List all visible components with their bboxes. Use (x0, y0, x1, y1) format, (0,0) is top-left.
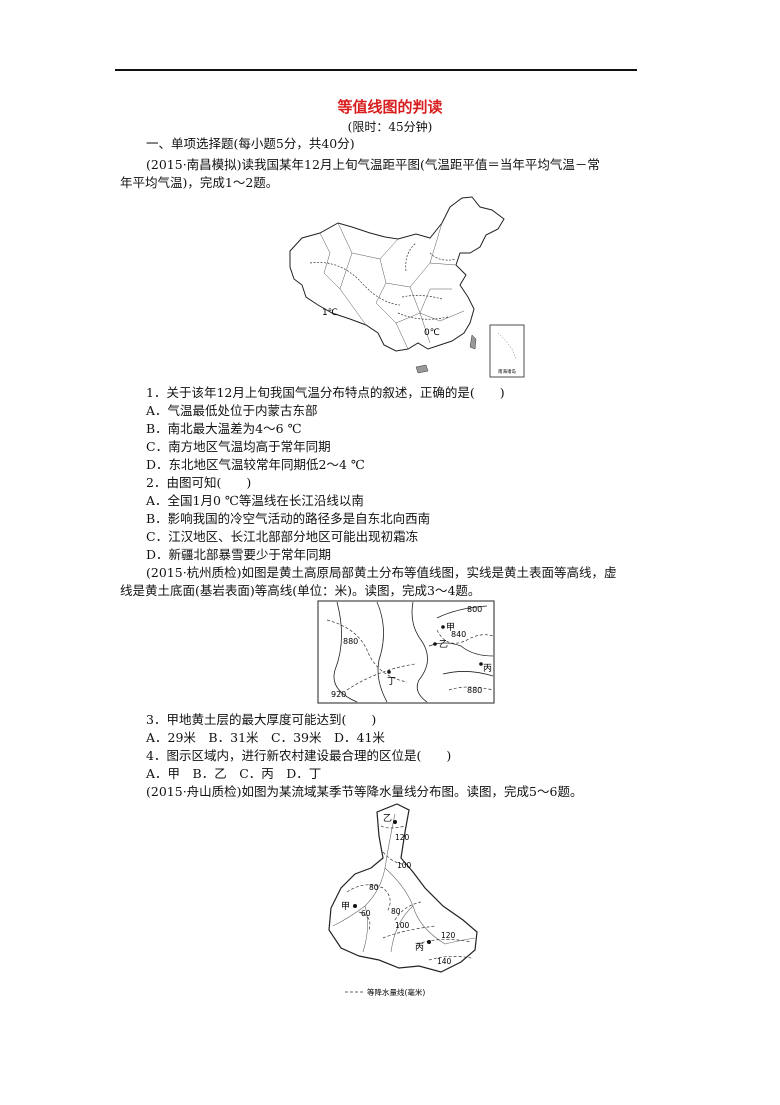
page-title: 等值线图的判读 (337, 98, 443, 116)
loess-contour-map: 800 840 880 880 920 甲 乙 丙 丁 (317, 600, 495, 704)
isoline-label-120a: 120 (395, 833, 410, 842)
label-yi: 乙 (439, 639, 448, 650)
contour-label-920: 920 (331, 690, 346, 699)
isotherm-label-0: 0℃ (424, 328, 440, 338)
q2-stem: 2．由图可知( ) (146, 475, 252, 490)
isoline-label-60: 60 (361, 909, 371, 918)
bedrock-contours (326, 619, 494, 691)
china-outline (289, 196, 505, 352)
point-yi (393, 820, 397, 824)
contour-label-880b: 880 (467, 686, 482, 695)
point-bing (479, 662, 483, 666)
isoline-label-80a: 80 (369, 883, 379, 892)
q2-option-b: B．影响我国的冷空气活动的路径多是自东北向西南 (146, 511, 431, 526)
q34-intro-1: (2015·杭州质检)如图是黄土高原局部黄土分布等值线图，实线是黄土表面等高线，… (146, 565, 617, 580)
label-jia: 甲 (341, 901, 350, 912)
isotherm-label-1: 1℃ (322, 308, 338, 318)
contour-label-840: 840 (451, 630, 466, 639)
inset-label: 南海诸岛 (498, 368, 516, 375)
contour-label-800: 800 (467, 605, 482, 614)
isotherm-lines (309, 242, 457, 320)
china-anomaly-map: 南海诸岛 1℃ 0℃ (289, 196, 525, 378)
q3-stem: 3．甲地黄土层的最大厚度可能达到( ) (146, 712, 377, 727)
label-bing: 丙 (415, 942, 424, 953)
q4-stem: 4．图示区域内，进行新农村建设最合理的区位是( ) (146, 748, 452, 763)
q1-option-b: B．南北最大温差为4～6 ℃ (146, 421, 302, 436)
header-rule (115, 69, 637, 71)
point-jia (353, 904, 357, 908)
q1-option-a: A．气温最低处位于内蒙古东部 (146, 403, 318, 418)
q1-stem: 1．关于该年12月上旬我国气温分布特点的叙述，正确的是( ) (146, 385, 505, 400)
q3-options: A．29米 B．31米 C．39米 D．41米 (146, 730, 385, 745)
province-boundaries (319, 222, 465, 350)
q4-options: A．甲 B．乙 C．丙 D．丁 (146, 766, 322, 781)
label-jia: 甲 (446, 622, 455, 633)
contour-label-880a: 880 (343, 637, 358, 646)
precipitation-isoline-map: 乙 120 100 80 甲 60 80 100 120 丙 140 等降水量线… (328, 803, 478, 997)
isoline-label-140: 140 (437, 957, 452, 966)
point-ding (387, 670, 391, 674)
label-bing: 丙 (483, 663, 492, 674)
q56-intro: (2015·舟山质检)如图为某流域某季节等降水量线分布图。读图，完成5～6题。 (146, 784, 583, 799)
taiwan-island (469, 334, 477, 350)
q1-option-d: D．东北地区气温较常年同期低2～4 ℃ (146, 457, 365, 472)
q1-option-c: C．南方地区气温均高于常年同期 (146, 439, 331, 454)
river-network (332, 813, 476, 953)
legend-label: 等降水量线(毫米) (367, 987, 425, 997)
hainan-island (415, 364, 429, 374)
isoline-label-100b: 100 (395, 921, 410, 930)
label-yi: 乙 (383, 813, 392, 824)
label-ding: 丁 (387, 677, 396, 687)
section-heading: 一、单项选择题(每小题5分，共40分) (146, 136, 355, 151)
point-bing (427, 940, 431, 944)
q2-option-a: A．全国1月0 ℃等温线在长江沿线以南 (146, 493, 364, 508)
isolines (346, 825, 472, 961)
surface-contours (333, 601, 494, 703)
south-sea-inset (489, 324, 525, 378)
q12-intro-2: 年平均气温)，完成1～2题。 (120, 175, 279, 190)
point-jia (441, 625, 445, 629)
q2-option-d: D．新疆北部暴雪要少于常年同期 (146, 547, 332, 562)
isoline-label-100a: 100 (397, 861, 412, 870)
q12-intro-1: (2015·南昌模拟)读我国某年12月上旬气温距平图(气温距平值＝当年平均气温－… (146, 157, 600, 172)
map-frame (317, 600, 495, 704)
q2-option-c: C．江汉地区、长江北部部分地区可能出现初霜冻 (146, 529, 419, 544)
isoline-label-120b: 120 (441, 931, 456, 940)
point-yi (433, 642, 437, 646)
q34-intro-2: 线是黄土底面(基岩表面)等高线(单位：米)。读图，完成3～4题。 (120, 583, 481, 598)
isoline-label-80b: 80 (391, 907, 401, 916)
time-limit: (限时：45分钟) (347, 120, 433, 134)
